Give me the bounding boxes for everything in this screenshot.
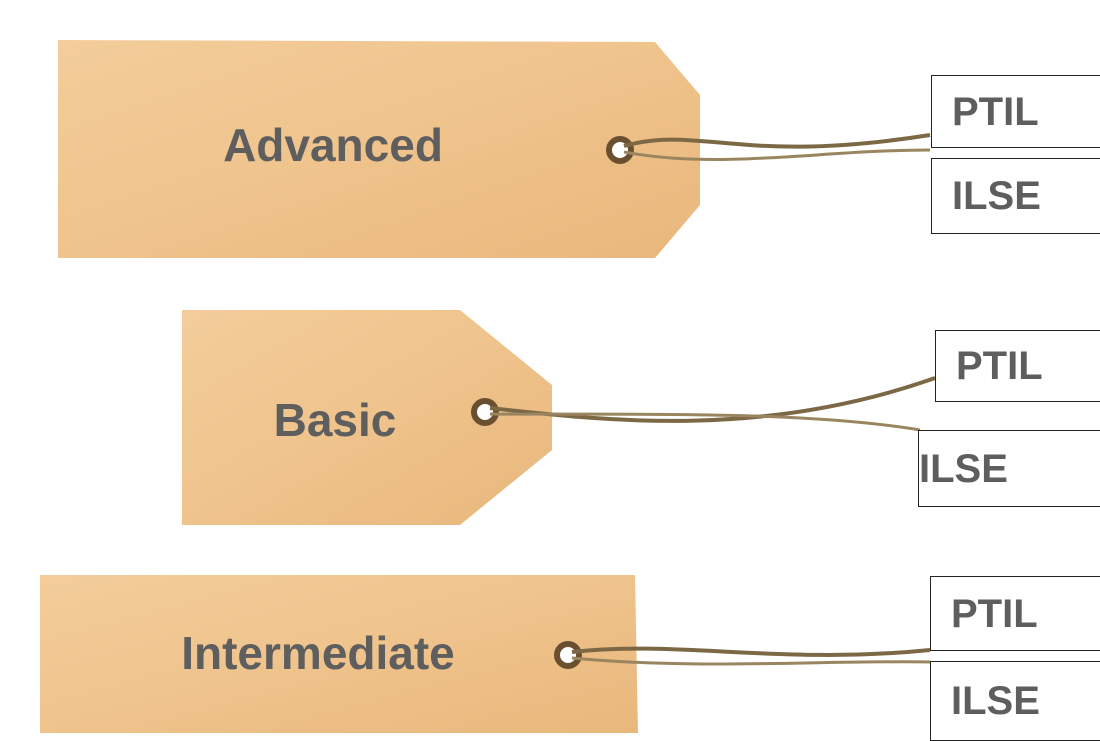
tag-string: [623, 133, 931, 149]
tag-intermediate: [40, 575, 931, 733]
tag-body: [58, 40, 700, 258]
tag-eyelet: [606, 136, 634, 164]
option-box-advanced-ilse[interactable]: ILSE: [931, 158, 1100, 234]
tag-body: [40, 575, 638, 733]
option-box-basic-ptil[interactable]: PTIL: [935, 330, 1100, 402]
tag-label-basic: Basic: [273, 394, 397, 446]
option-box-intermediate-ilse[interactable]: ILSE: [930, 661, 1100, 741]
tag-string: [571, 646, 931, 657]
tag-label-intermediate: Intermediate: [181, 627, 455, 679]
tag-string: [489, 412, 921, 432]
tag-label-advanced: Advanced: [223, 119, 443, 171]
option-box-advanced-ptil[interactable]: PTIL: [931, 75, 1100, 148]
option-box-intermediate-ptil[interactable]: PTIL: [930, 576, 1100, 651]
tag-basic: [182, 310, 936, 525]
tag-advanced: [58, 40, 931, 258]
tag-body: [182, 310, 552, 525]
tag-eyelet: [554, 641, 582, 669]
tag-eyelet: [471, 398, 499, 426]
tag-string: [571, 656, 931, 666]
option-box-basic-ilse[interactable]: ILSE: [918, 430, 1100, 507]
tag-string: [623, 148, 931, 161]
